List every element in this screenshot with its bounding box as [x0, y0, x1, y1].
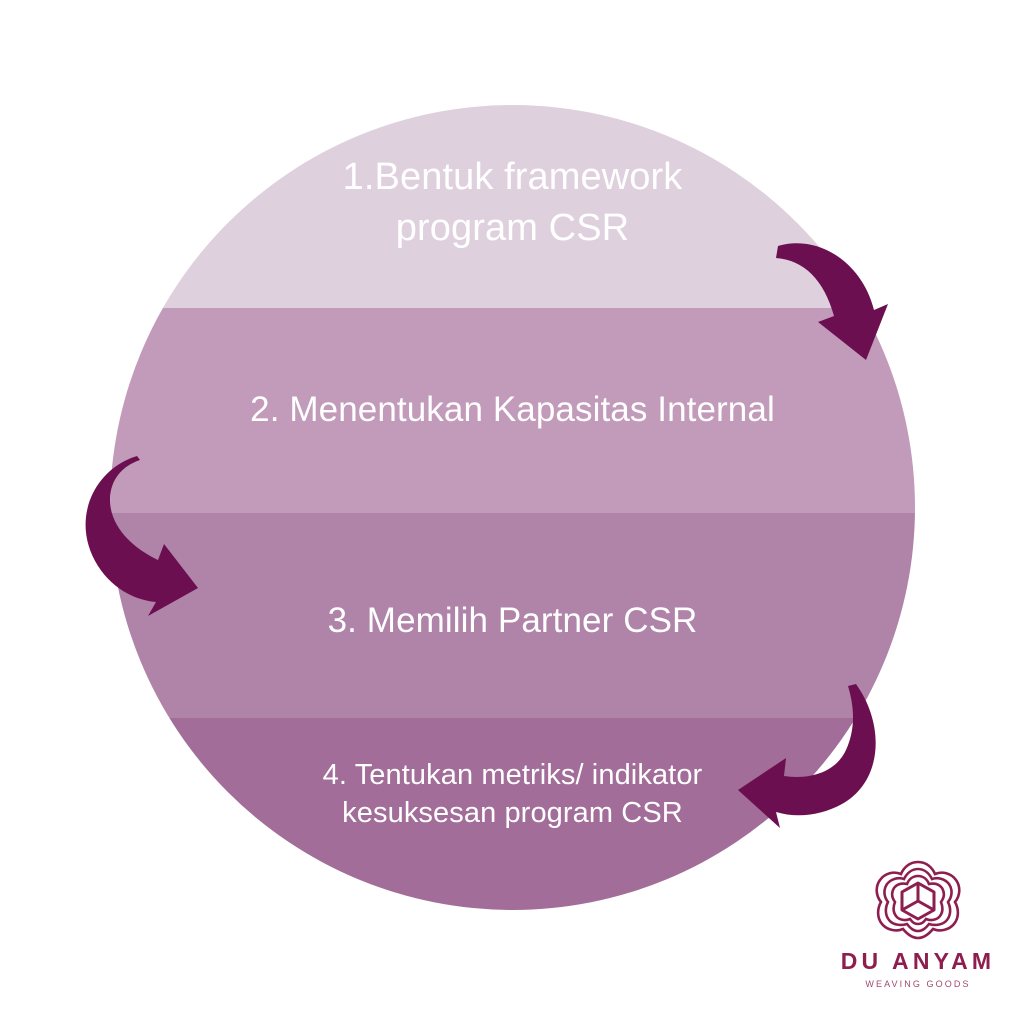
- cycle-step-2: 2. Menentukan Kapasitas Internal: [110, 308, 915, 513]
- cycle-step-1: 1.Bentuk framework program CSR: [110, 105, 915, 308]
- csr-cycle-diagram: 1.Bentuk framework program CSR 2. Menent…: [110, 105, 915, 910]
- cycle-step-1-label: 1.Bentuk framework program CSR: [342, 156, 683, 249]
- du-anyam-trefoil-icon: [875, 860, 961, 940]
- arrow-step1-to-step2-icon: [776, 243, 888, 360]
- cycle-step-4-label: 4. Tentukan metriks/ indikator kesuksesa…: [322, 758, 703, 829]
- logo-tagline-text: WEAVING GOODS: [865, 979, 971, 989]
- cycle-step-2-label: 2. Menentukan Kapasitas Internal: [250, 390, 775, 430]
- cycle-step-3: 3. Memilih Partner CSR: [110, 513, 915, 718]
- logo-brand-text: DU ANYAM: [840, 948, 996, 974]
- arrow-step2-to-step3-icon: [85, 456, 198, 616]
- cycle-step-3-label: 3. Memilih Partner CSR: [327, 601, 698, 641]
- cycle-step-4: 4. Tentukan metriks/ indikator kesuksesa…: [110, 718, 915, 910]
- arrow-step3-to-step4-icon: [738, 684, 876, 828]
- brand-logo: DU ANYAM WEAVING GOODS: [838, 858, 998, 998]
